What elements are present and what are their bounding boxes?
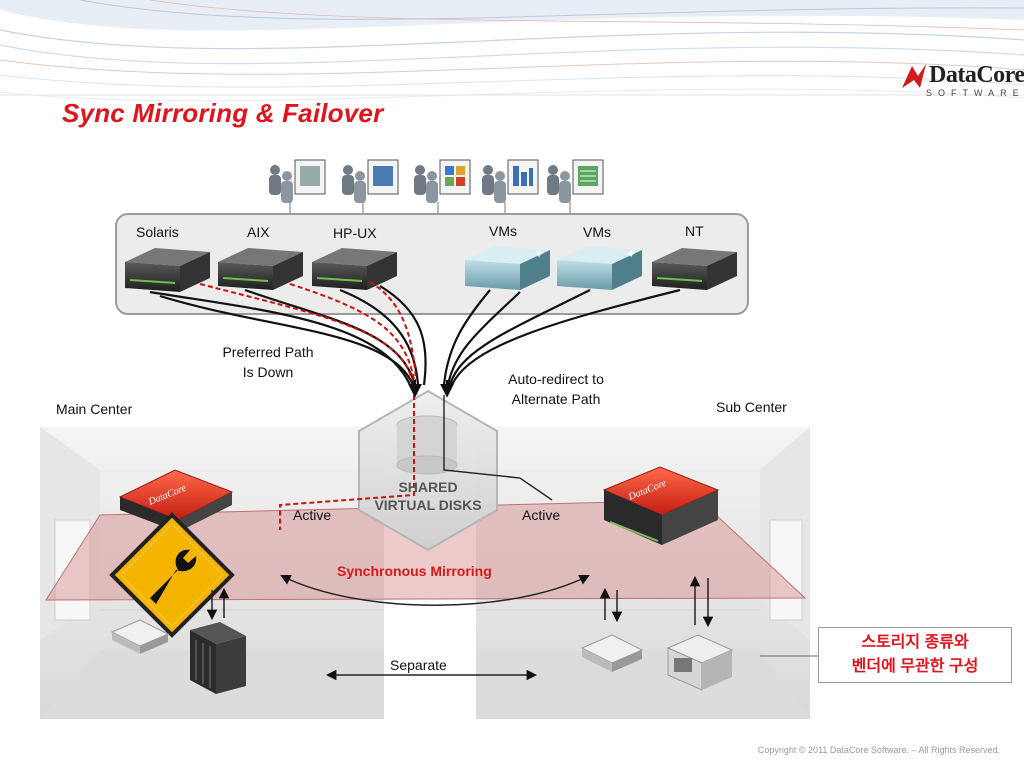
auto-redirect-label: Auto-redirect to Alternate Path (488, 369, 624, 409)
active-left-label: Active (293, 507, 332, 523)
callout-line-1: 스토리지 종류와 (861, 634, 969, 651)
server-label-hpux: HP-UX (333, 225, 377, 241)
server-label-vms-2: VMs (583, 224, 611, 240)
preferred-path-label: Preferred Path Is Down (200, 342, 336, 382)
preferred-path-line-2: Is Down (242, 364, 294, 380)
separate-label: Separate (390, 657, 447, 673)
sync-mirroring-arrow (280, 575, 590, 606)
failed-paths (199, 281, 417, 530)
storage-appliance-right (580, 634, 644, 672)
server-label-solaris: Solaris (136, 224, 179, 240)
svg-text:✦: ✦ (626, 247, 636, 261)
server-vm2-icon: ✦ (557, 246, 642, 290)
maintenance-warning-icon (109, 512, 235, 638)
storage-appliance-left (110, 619, 170, 654)
svg-text:✦: ✦ (534, 247, 544, 261)
logo-name: DataCore (929, 62, 1024, 88)
server-label-nt: NT (685, 223, 704, 239)
datacore-node-right (602, 466, 720, 545)
client-group-icon (269, 159, 326, 203)
preferred-path-line-1: Preferred Path (222, 344, 314, 360)
client-groups (269, 159, 604, 203)
alternate-path (443, 395, 553, 501)
copyright-text: Copyright © 2011 DataCore Software. – Al… (757, 745, 1000, 755)
header-swoosh (0, 0, 1024, 102)
client-group-icon (414, 159, 471, 203)
server-vm1-icon: ✦ (465, 246, 550, 290)
server-label-aix: AIX (247, 224, 270, 240)
main-center-label: Main Center (56, 401, 133, 417)
logo-wordmark: DataCore™ (929, 62, 1024, 89)
server-label-vms-1: VMs (489, 223, 517, 239)
client-group-icon (547, 159, 604, 203)
logo-tagline: SOFTWARE (926, 88, 1024, 98)
server-solaris-icon (125, 248, 210, 292)
storage-rack-left (190, 622, 246, 694)
sub-center-label: Sub Center (716, 399, 787, 415)
shared-disks-line-2: VIRTUAL DISKS (374, 497, 482, 513)
server-hpux-icon (312, 248, 397, 290)
client-group-icon (482, 159, 539, 203)
storage-server-right (666, 634, 734, 691)
auto-redirect-line-1: Auto-redirect to (508, 371, 604, 387)
left-storage-links (206, 587, 230, 621)
callout-line-2: 벤더에 무관한 구성 (851, 658, 979, 675)
vendor-independent-callout: 스토리지 종류와 벤더에 무관한 구성 (818, 627, 1012, 683)
slide-title: Sync Mirroring & Failover (62, 98, 384, 128)
datacore-logo-icon (902, 64, 926, 88)
sync-mirroring-label: Synchronous Mirroring (337, 563, 492, 579)
auto-redirect-line-2: Alternate Path (511, 391, 601, 407)
server-aix-icon (218, 248, 303, 290)
right-storage-links (599, 575, 714, 628)
server-nt-icon (652, 248, 737, 290)
client-group-icon (342, 159, 399, 203)
shared-disks-label: SHARED VIRTUAL DISKS (362, 478, 494, 514)
shared-disks-line-1: SHARED (398, 479, 458, 495)
active-right-label: Active (522, 507, 561, 523)
shared-virtual-disks (358, 389, 498, 552)
